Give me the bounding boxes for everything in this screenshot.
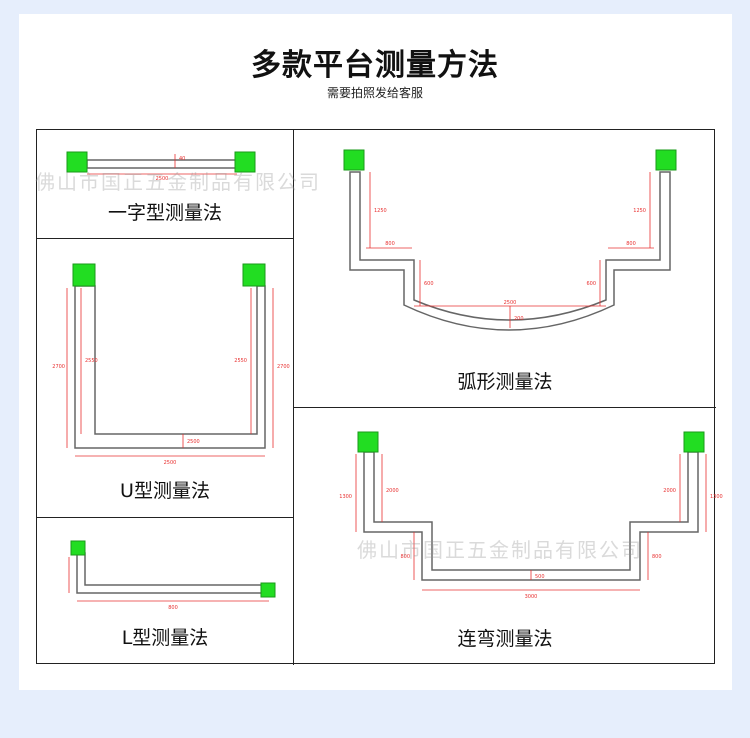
watermark-top: 佛山市国正五金制品有限公司 [35, 170, 321, 194]
column-divider [293, 130, 294, 665]
stepped-caption: 连弯测量法 [457, 628, 553, 650]
stepped-dim-bottom: 3000 [525, 594, 538, 600]
arc-dim-left-v: 1250 [374, 208, 387, 214]
straight-caption: 一字型测量法 [107, 202, 222, 224]
stepped-dim-left-v: 1300 [339, 494, 352, 500]
stepped-dim-inner-right: 2000 [663, 488, 676, 494]
row-divider-right [293, 407, 716, 408]
stepped-dim-right-v: 1300 [710, 494, 723, 500]
arc-dim-sag: 200 [514, 316, 524, 322]
arc-dim-right-v: 1250 [633, 208, 646, 214]
stepped-dim-inner-left: 2000 [386, 488, 399, 494]
page-subtitle: 需要拍照发给客服 [326, 86, 423, 100]
u-dim-mid: 2500 [187, 439, 200, 445]
u-dim-left: 2700 [52, 364, 65, 370]
arc-caption: 弧形测量法 [457, 371, 553, 393]
row-divider-left-1 [37, 238, 293, 239]
u-shape-caption: U型测量法 [120, 480, 210, 502]
stepped-dim-step-left: 800 [400, 554, 410, 560]
stepped-dim-mid: 500 [535, 574, 545, 580]
l-dim-bottom: 800 [168, 605, 178, 611]
l-shape-diagram: 800 [68, 540, 276, 611]
watermark-bottom: 佛山市国正五金制品有限公司 [357, 538, 643, 562]
l-shape-caption: L型测量法 [121, 627, 209, 649]
arc-dim-left-h: 800 [385, 241, 395, 247]
arc-dim-chord: 2500 [504, 300, 517, 306]
straight-diagram: 2500 40 [66, 151, 256, 182]
straight-dim-h: 2500 [156, 176, 169, 182]
arc-diagram: 1250 1250 800 800 600 600 2500 200 [343, 149, 677, 331]
stepped-dim-step-right: 800 [652, 554, 662, 560]
stepped-diagram: 1300 2000 1300 2000 800 800 3000 500 [339, 431, 723, 600]
arc-dim-left-step: 600 [424, 281, 434, 287]
u-dim-inner-left: 2550 [85, 358, 98, 364]
arc-dim-right-h: 800 [626, 241, 636, 247]
u-dim-right: 2700 [277, 364, 290, 370]
content-card [19, 14, 732, 690]
u-shape-diagram: 2700 2550 2700 2550 2500 2500 [52, 263, 290, 466]
straight-dim-v: 40 [179, 156, 185, 162]
u-dim-bottom: 2500 [164, 460, 177, 466]
u-dim-inner-right: 2550 [234, 358, 247, 364]
row-divider-left-2 [37, 517, 293, 518]
arc-dim-right-step: 600 [586, 281, 596, 287]
measurement-grid: 2500 40 一字型测量法 2700 2550 2700 2550 2500 … [35, 129, 723, 665]
page-title: 多款平台测量方法 [251, 48, 499, 83]
